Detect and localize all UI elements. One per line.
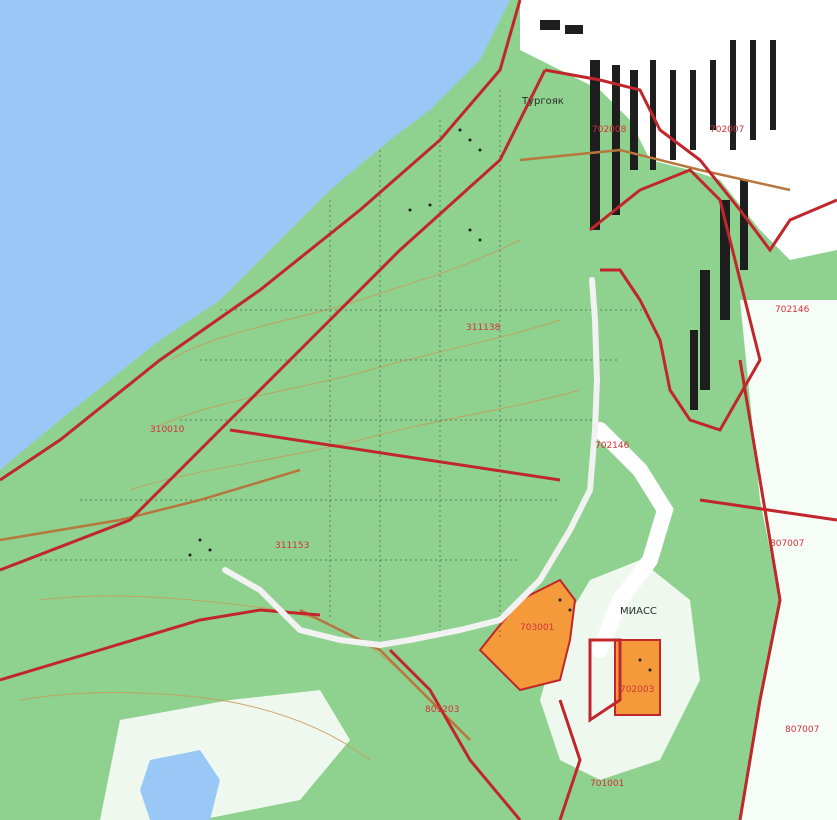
parcel-310010: 310010: [150, 425, 185, 435]
parcel-807007-b: 807007: [785, 725, 819, 735]
parcel-311153: 311153: [275, 541, 309, 551]
parcel-702003: 702003: [620, 685, 654, 695]
highlighted-route: [222, 277, 600, 648]
orange-plot-2: [614, 639, 661, 716]
parcel-801203: 801203: [425, 705, 459, 715]
roads: [0, 148, 791, 741]
parcel-701001: 701001: [590, 779, 624, 789]
orange-plot-1: [478, 578, 577, 692]
open-land-right: [740, 300, 837, 820]
river-channel: [592, 422, 674, 658]
lake-turgoyak: [0, 0, 510, 470]
town-label-miass: МИАСС: [620, 606, 657, 617]
contour-lines: [19, 239, 581, 761]
parcel-702146-a: 702146: [595, 441, 630, 451]
town-label-turgoyak: Тургояк: [521, 96, 564, 107]
parcel-311138: 311138: [466, 323, 501, 333]
parcel-703001: 703001: [520, 623, 554, 633]
parcel-labels: Тургояк МИАСС 311138 310010 311153 70214…: [150, 96, 819, 789]
scatter-dots: [188, 128, 652, 672]
parcel-702008: 702008: [592, 125, 627, 135]
parcel-dotted-lines: [40, 90, 650, 640]
parcel-702146-b: 702146: [775, 305, 810, 315]
small-pond: [140, 750, 220, 820]
settlement-blocks: [540, 20, 776, 410]
parcel-702007: 702007: [710, 125, 744, 135]
parcel-807007-a: 807007: [770, 539, 804, 549]
